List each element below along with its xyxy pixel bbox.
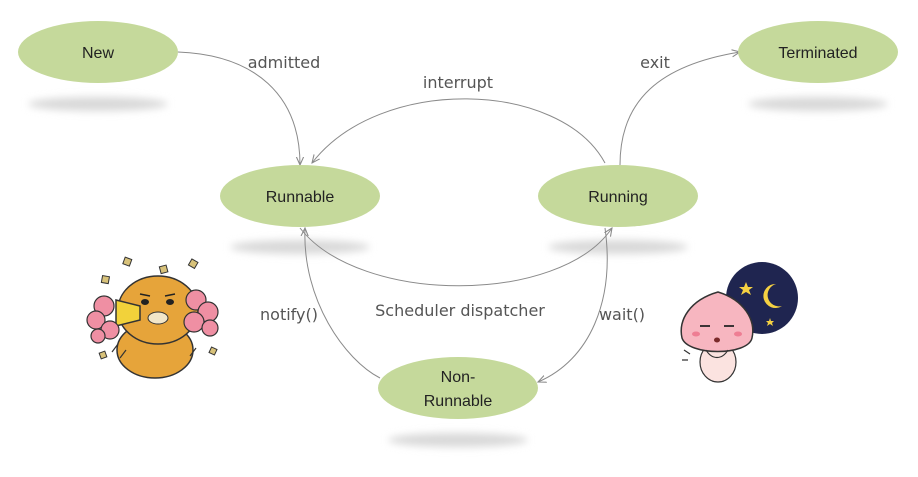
state-terminated: Terminated bbox=[738, 21, 898, 83]
node-shadows bbox=[28, 97, 888, 447]
state-running: Running bbox=[538, 165, 698, 227]
edge-interrupt bbox=[312, 98, 606, 163]
state-new-label: New bbox=[82, 45, 114, 62]
shadow-running bbox=[548, 240, 688, 254]
state-runnable: Runnable bbox=[220, 165, 380, 227]
state-new: New bbox=[18, 21, 178, 83]
state-non-runnable-label-line1: Non- bbox=[441, 369, 476, 386]
edge-notify bbox=[305, 228, 381, 379]
label-notify: notify() bbox=[260, 305, 318, 324]
label-admitted: admitted bbox=[248, 53, 321, 72]
state-terminated-label: Terminated bbox=[778, 45, 857, 62]
transition-edges bbox=[177, 51, 740, 382]
state-runnable-label: Runnable bbox=[266, 189, 335, 206]
edge-admitted bbox=[177, 51, 300, 165]
shadow-terminated bbox=[748, 97, 888, 111]
label-wait: wait() bbox=[599, 305, 645, 324]
state-non-runnable-label-line2: Runnable bbox=[424, 393, 493, 410]
shadow-runnable bbox=[230, 240, 370, 254]
state-running-label: Running bbox=[588, 189, 648, 206]
edge-wait bbox=[538, 227, 608, 382]
shadow-non-runnable bbox=[388, 433, 528, 447]
label-scheduler-dispatcher: Scheduler dispatcher bbox=[375, 301, 545, 320]
edge-exit bbox=[619, 52, 740, 166]
cheering-lion-sticker-icon bbox=[86, 256, 219, 379]
state-non-runnable: Non- Runnable bbox=[378, 357, 538, 419]
label-exit: exit bbox=[640, 53, 670, 72]
label-interrupt: interrupt bbox=[423, 73, 493, 92]
shadow-new bbox=[28, 97, 168, 111]
edge-scheduler-dispatcher bbox=[299, 228, 612, 287]
sleepy-peach-sticker-icon bbox=[680, 262, 798, 383]
